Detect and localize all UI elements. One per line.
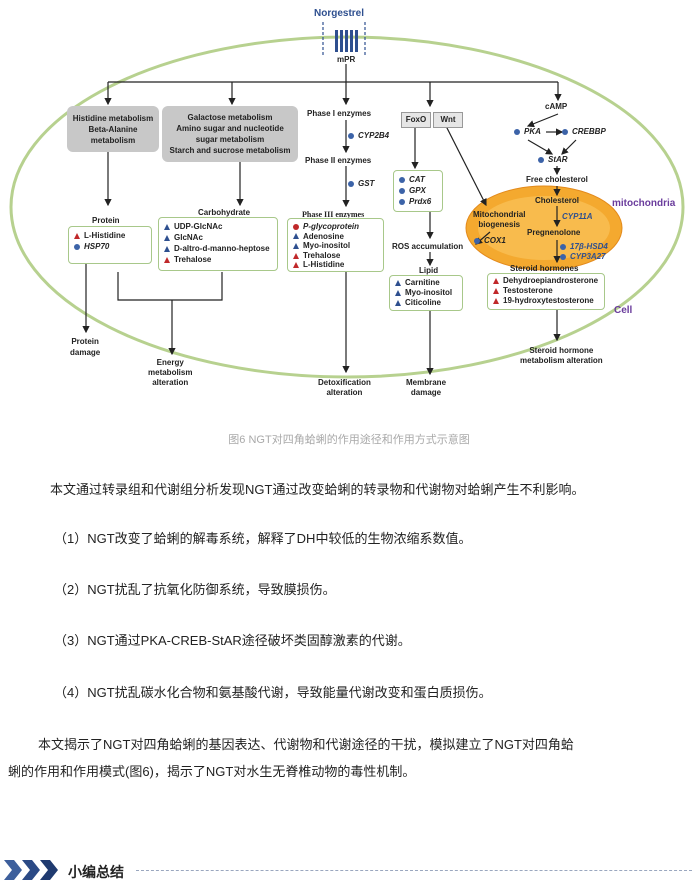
list-item: L-Histidine: [74, 230, 146, 241]
section-heading: 小编总结: [0, 852, 698, 886]
cox1-item: COX1: [474, 236, 506, 245]
list-item: Trehalose: [293, 251, 378, 261]
list-item: Trehalose: [164, 254, 272, 265]
list-item: Adenosine: [293, 232, 378, 242]
paragraph-point-3: （3）NGT通过PKA-CREB-StAR途径破坏类固醇激素的代谢。: [54, 633, 411, 648]
foxo-box: FoxO: [401, 112, 431, 128]
crebbp-item: CREBBP: [562, 127, 606, 136]
paragraph-intro: 本文通过转录组和代谢组分析发现NGT通过改变蛤蜊的转录物和代谢物对蛤蜊产生不利影…: [50, 482, 585, 497]
carbohydrate-box: UDP-GlcNAc GlcNAc D-altro-d-manno-heptos…: [158, 217, 278, 271]
antioxidant-box: CAT GPX Prdx6: [393, 170, 443, 212]
carbohydrate-label: Carbohydrate: [198, 208, 251, 217]
mpr-receptor: [335, 30, 358, 52]
pka-item: PKA: [514, 127, 541, 136]
list-item: 19-hydroxytestosterone: [493, 296, 599, 306]
list-item: GlcNAc: [164, 232, 272, 243]
pathway-diagram-lines: [9, 22, 685, 379]
phase3-label: Phase III enzymes: [302, 210, 365, 219]
list-item: UDP-GlcNAc: [164, 221, 272, 232]
section-divider: [136, 870, 692, 871]
protein-label: Protein: [92, 216, 120, 225]
list-item: P-glycoprotein: [293, 222, 378, 232]
list-item: HSP70: [74, 241, 146, 252]
phase1-label: Phase I enzymes: [307, 109, 372, 118]
list-item: Myo-inositol: [293, 241, 378, 251]
phase3-box: P-glycoprotein Adenosine Myo-inositol Tr…: [287, 218, 384, 272]
paragraph-point-4: （4）NGT扰乱碳水化合物和氨基酸代谢，导致能量代谢改变和蛋白质损伤。: [54, 685, 492, 700]
steroid-box: Dehydroepiandrosterone Testosterone 19-h…: [487, 273, 605, 310]
list-item: Prdx6: [399, 196, 437, 207]
list-item: Citicoline: [395, 298, 457, 308]
star-item: StAR: [538, 155, 568, 164]
list-item: GPX: [399, 185, 437, 196]
list-item: Carnitine: [395, 278, 457, 288]
gst-item: GST: [348, 179, 374, 188]
cholesterol-label: Cholesterol: [535, 196, 580, 205]
ros-label: ROS accumulation: [392, 242, 464, 251]
phase2-label: Phase II enzymes: [305, 156, 372, 165]
mpr-label: mPR: [337, 55, 356, 64]
hsd-item: 17β-HSD4: [560, 242, 608, 251]
list-item: L-Histidine: [293, 260, 378, 270]
lipid-box: Carnitine Myo-inositol Citicoline: [389, 275, 463, 311]
list-item: Dehydroepiandrosterone: [493, 276, 599, 286]
paragraph-summary-line2: 蜊的作用和作用模式(图6)，揭示了NGT对水生无脊椎动物的毒性机制。: [8, 764, 416, 779]
paragraph-summary-line1: 本文揭示了NGT对四角蛤蜊的基因表达、代谢物和代谢途径的干扰，模拟建立了NGT对…: [38, 737, 574, 752]
cell-label: Cell: [614, 305, 633, 316]
cyp2b4-item: CYP2B4: [348, 131, 389, 140]
figure-caption: 图6 NGT对四角蛤蜊的作用途径和作用方式示意图: [228, 434, 470, 446]
steroid-hormones-label: Steroid hormones: [510, 264, 579, 273]
list-item: CAT: [399, 174, 437, 185]
wnt-box: Wnt: [433, 112, 463, 128]
cyp3a27-item: CYP3A27: [560, 252, 606, 261]
protein-box: L-Histidine HSP70: [68, 226, 152, 264]
list-item: Myo-inositol: [395, 288, 457, 298]
list-item: D-altro-d-manno-heptose: [164, 243, 272, 254]
paragraph-point-2: （2）NGT扰乱了抗氧化防御系统，导致膜损伤。: [54, 582, 336, 597]
pregnenolone-label: Pregnenolone: [527, 228, 581, 237]
mitochondria-label: mitochondria: [612, 198, 676, 209]
cyp11a-label: CYP11A: [562, 212, 593, 221]
norgestrel-label: Norgestrel: [314, 8, 365, 19]
chevrons-icon: [4, 860, 58, 880]
lipid-label: Lipid: [419, 266, 439, 275]
paragraph-point-1: （1）NGT改变了蛤蜊的解毒系统，解释了DH中较低的生物浓缩系数值。: [54, 531, 472, 546]
list-item: Testosterone: [493, 286, 599, 296]
camp-label: cAMP: [545, 102, 568, 111]
free-cholesterol-label: Free cholesterol: [526, 175, 588, 184]
section-title: 小编总结: [68, 864, 124, 880]
